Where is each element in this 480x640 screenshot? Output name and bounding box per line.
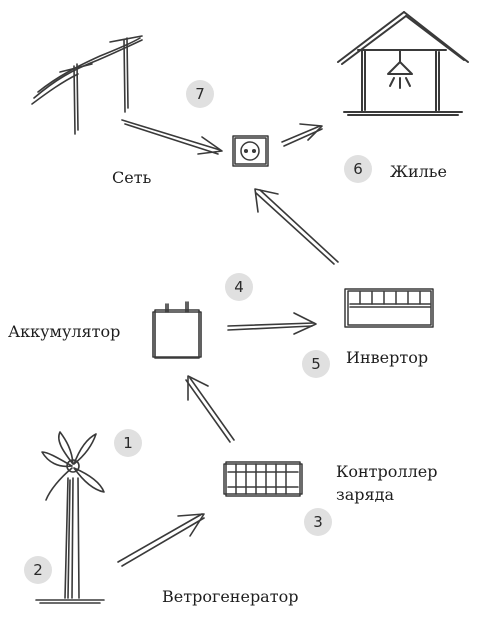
arrow-inverter-to-socket	[254, 188, 339, 265]
power-line-icon	[31, 35, 143, 135]
arrow-battery-to-inverter	[227, 312, 317, 335]
arrow-socket-to-house	[281, 123, 323, 147]
step-badge-5: 5	[302, 350, 330, 378]
controller-label-line2: заряда	[336, 485, 394, 504]
step-badge-2: 2	[24, 556, 52, 584]
house-icon	[337, 11, 469, 116]
step-badge-7: 7	[186, 80, 214, 108]
socket-icon	[232, 135, 269, 167]
inverter-label: Инвертор	[346, 348, 429, 367]
arrow-turbine-to-controller	[117, 513, 205, 567]
wind-generator-label: Ветрогенератор	[162, 587, 299, 606]
step-badge-1: 1	[114, 429, 142, 457]
step-badge-6: 6	[344, 155, 372, 183]
battery-label: Аккумулятор	[8, 322, 121, 341]
house-label: Жилье	[390, 162, 447, 181]
battery-icon	[152, 301, 202, 359]
arrow-grid-to-socket	[121, 119, 223, 155]
step-badge-3: 3	[304, 508, 332, 536]
wind-turbine-icon	[35, 431, 105, 604]
grid-label: Сеть	[112, 168, 152, 187]
arrow-controller-to-battery	[185, 375, 235, 443]
step-badge-4: 4	[225, 273, 253, 301]
inverter-icon	[344, 288, 434, 328]
charge-controller-icon	[223, 461, 303, 497]
controller-label-line1: Контроллер	[336, 462, 438, 481]
